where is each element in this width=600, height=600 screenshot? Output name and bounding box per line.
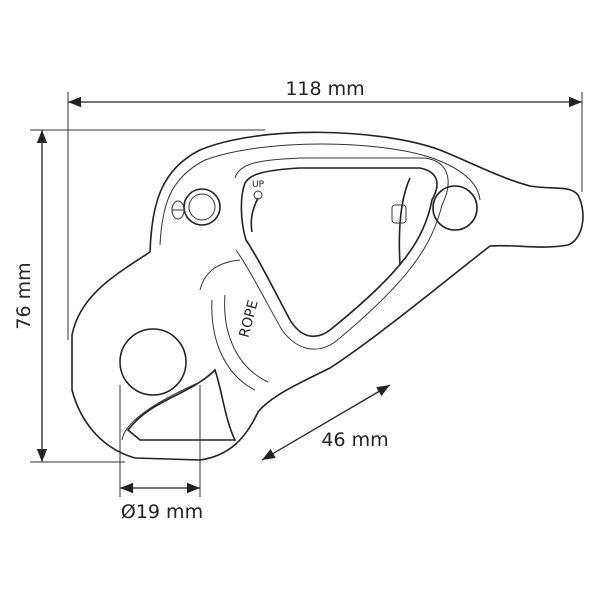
height-dimension <box>30 129 265 463</box>
diameter-dimension <box>119 385 201 497</box>
width-dimension <box>67 92 583 340</box>
width-label: 118 mm <box>285 78 364 100</box>
length-label: 46 mm <box>321 429 388 451</box>
belay-device <box>71 131 584 461</box>
diameter-label: Ø19 mm <box>121 501 203 523</box>
rope-marking: ROPE <box>236 299 261 340</box>
length-dimension <box>261 384 391 461</box>
up-marking: UP <box>252 180 265 190</box>
height-label: 76 mm <box>13 262 35 329</box>
